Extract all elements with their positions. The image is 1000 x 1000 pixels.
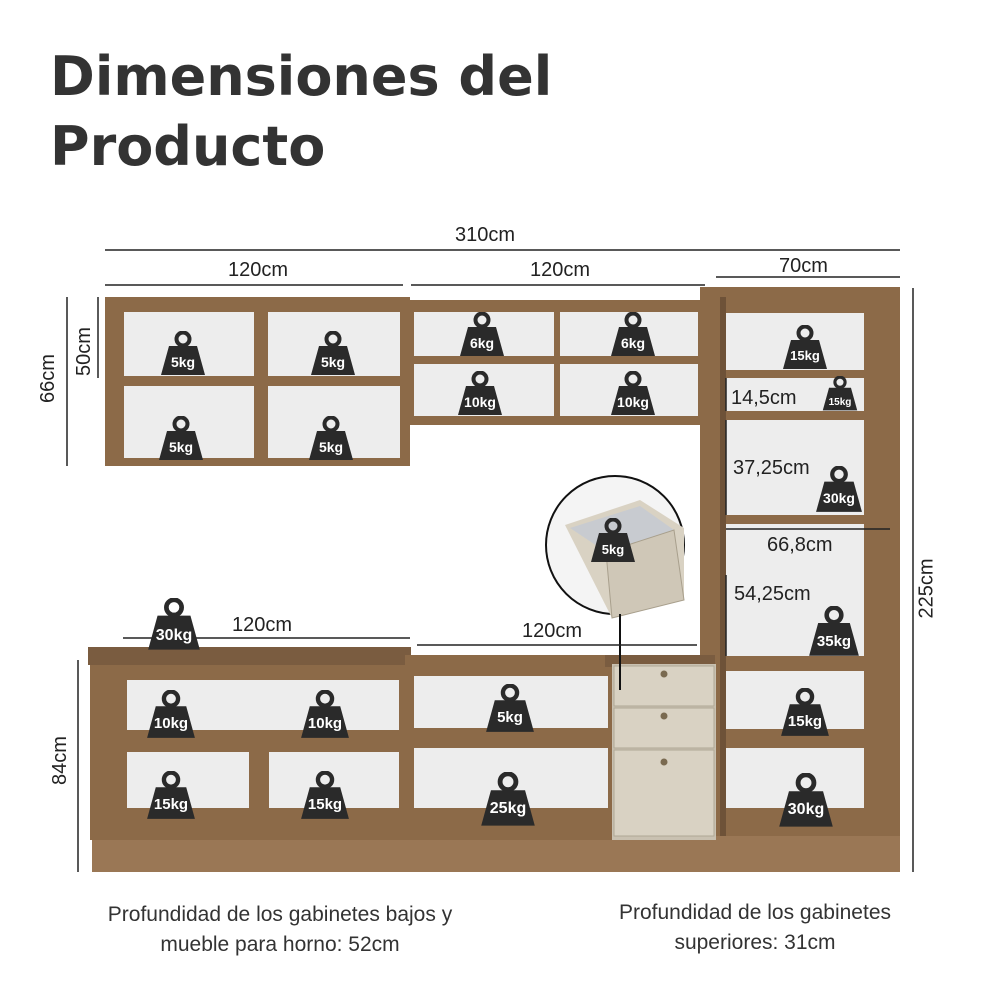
upper-left-cabinet [105, 297, 410, 466]
total-width-label: 310cm [455, 224, 516, 246]
lower-mid-width-label: 120cm [522, 620, 583, 642]
weight-label: 5kg [319, 439, 343, 455]
title-line-2: Producto [50, 115, 326, 178]
weight-label: 30kg [823, 490, 855, 506]
weight-label: 25kg [490, 800, 526, 817]
weight-label: 30kg [156, 627, 192, 644]
weight-label: 15kg [829, 397, 852, 408]
weight-label: 10kg [308, 715, 342, 732]
tower-shelf-2-label: 37,25cm [733, 457, 810, 479]
weight-label: 5kg [321, 354, 345, 370]
weight-label: 5kg [497, 709, 523, 726]
weight-label: 15kg [788, 713, 822, 730]
upper-left-width-label: 120cm [228, 259, 289, 281]
page-title: Dimensiones del Producto [50, 42, 552, 182]
tower-width-label: 70cm [779, 255, 828, 277]
weight-labels: 5kg 5kg 5kg 5kg 6kg 6kg 10kg 10kg 15kg 1… [154, 335, 855, 818]
weight-label: 10kg [154, 715, 188, 732]
lower-height-label: 84cm [48, 736, 71, 785]
upper-height-label: 66cm [36, 354, 59, 403]
lower-left-width-label: 120cm [232, 614, 293, 636]
upper-mid-width-label: 120cm [530, 259, 591, 281]
weight-label: 5kg [602, 542, 624, 557]
weight-label: 10kg [617, 394, 649, 410]
tower-shelf-1-label: 14,5cm [731, 387, 797, 409]
weight-label: 6kg [621, 335, 645, 351]
drawer-unit [605, 655, 716, 872]
tower-inner-width-label: 66,8cm [767, 534, 833, 556]
weight-label: 5kg [171, 354, 195, 370]
weight-label: 10kg [464, 394, 496, 410]
weight-label: 35kg [817, 633, 851, 650]
upper-depth-note: Profundidad de los gabinetes superiores:… [618, 901, 892, 954]
weight-label: 15kg [308, 796, 342, 813]
lower-left-cabinet [88, 647, 411, 872]
upper-middle-cabinet [406, 300, 706, 425]
weight-label: 30kg [788, 801, 824, 818]
weight-label: 15kg [154, 796, 188, 813]
tower-height-label: 225cm [915, 558, 938, 619]
upper-inner-height-label: 50cm [72, 327, 95, 376]
tower-shelf-3-label: 54,25cm [734, 583, 811, 605]
title-line-1: Dimensiones del [50, 45, 553, 108]
weight-label: 5kg [169, 439, 193, 455]
weight-label: 6kg [470, 335, 494, 351]
lower-depth-note: Profundidad de los gabinetes bajos y mue… [107, 903, 453, 956]
weight-label: 15kg [790, 348, 820, 363]
